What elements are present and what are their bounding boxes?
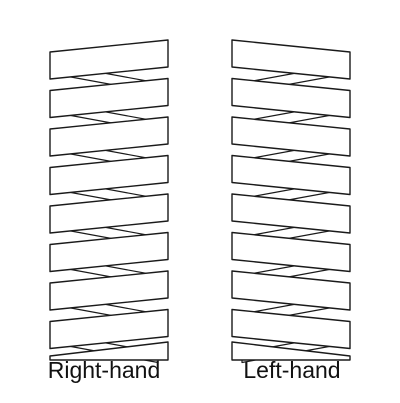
- thread-base: [231, 341, 351, 361]
- thread-crest: [231, 193, 351, 234]
- thread-crest: [231, 154, 351, 196]
- thread-crest: [49, 193, 169, 234]
- thread-base: [49, 341, 169, 361]
- thread-crest: [49, 116, 169, 157]
- thread-crest: [49, 270, 169, 311]
- left-hand-label: Left-hand: [243, 357, 341, 383]
- thread-crest: [49, 231, 169, 273]
- thread-crest: [231, 77, 351, 119]
- left-hand-thread: [231, 39, 351, 364]
- thread-crest: [49, 77, 169, 119]
- thread-crest: [231, 231, 351, 273]
- right-hand-label: Right-hand: [47, 357, 161, 383]
- thread-crest: [49, 39, 169, 80]
- thread-crest: [231, 308, 351, 350]
- thread-crest: [231, 270, 351, 311]
- thread-crest: [49, 308, 169, 350]
- thread-crest: [231, 39, 351, 80]
- thread-crest: [231, 116, 351, 157]
- right-hand-thread: [49, 39, 169, 364]
- thread-crest: [49, 154, 169, 196]
